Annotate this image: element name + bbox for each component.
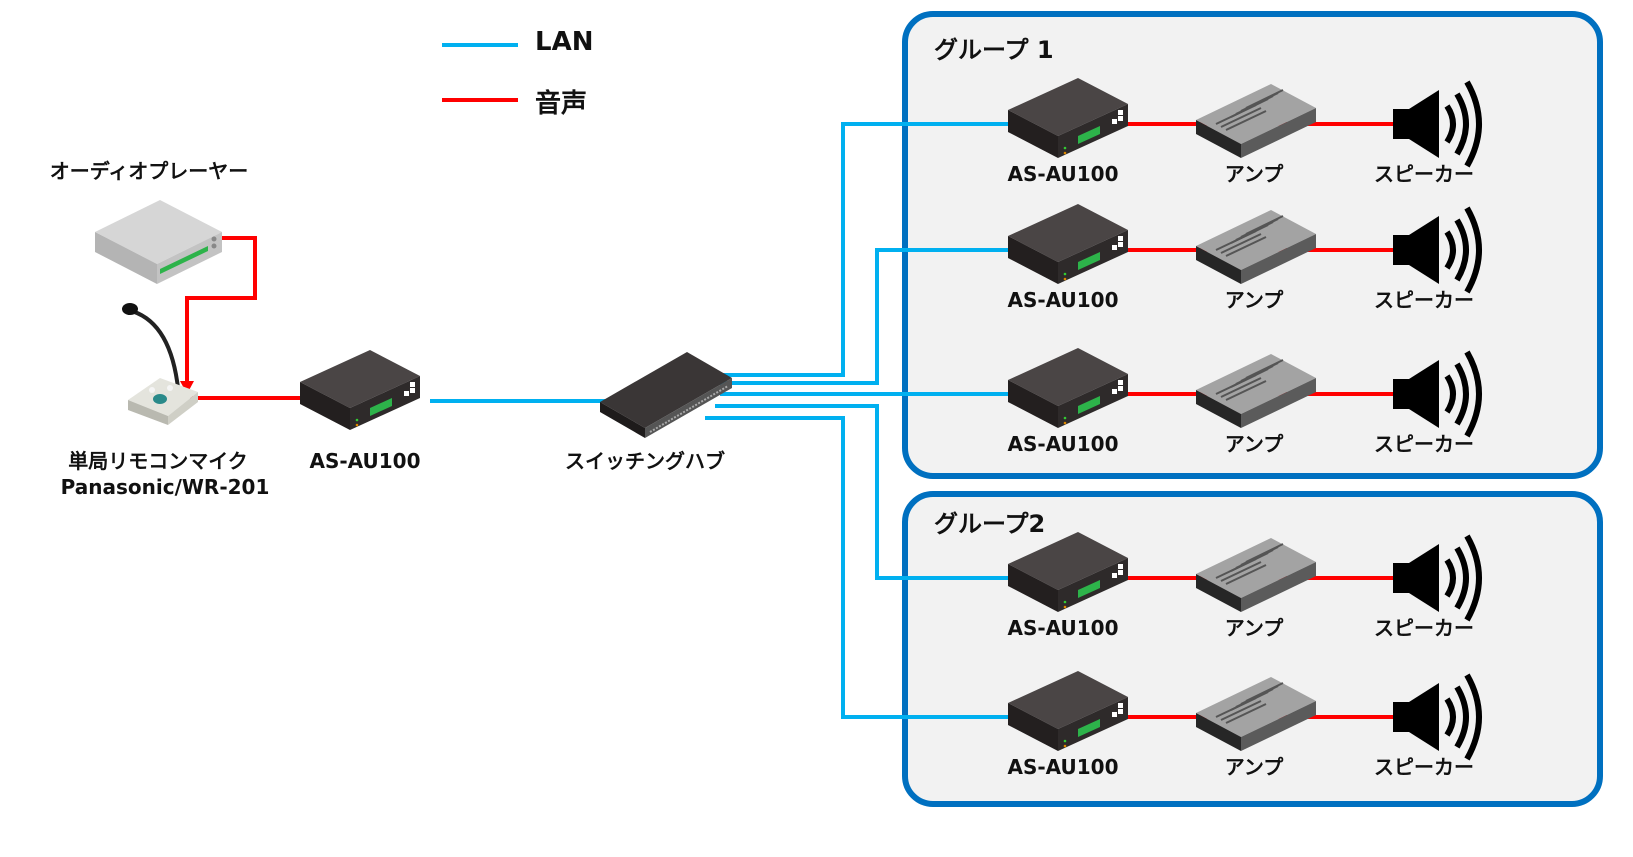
lan-switch-g2-row1 <box>715 404 1020 580</box>
decoder-label: AS-AU100 <box>1007 432 1119 456</box>
amplifier-label: アンプ <box>1224 432 1284 456</box>
legend-lan-label: LAN <box>535 27 594 57</box>
decoder-label: AS-AU100 <box>1007 162 1119 186</box>
decoder-label: AS-AU100 <box>1007 288 1119 312</box>
amplifier-label: アンプ <box>1224 288 1284 312</box>
audio-arrow-head <box>180 381 194 394</box>
decoder-label: AS-AU100 <box>1007 616 1119 640</box>
switch-label: スイッチングハブ <box>565 449 725 473</box>
legend-audio-label: 音声 <box>535 89 588 119</box>
lan-connections <box>430 122 1020 719</box>
encoder-label: AS-AU100 <box>309 449 421 473</box>
remote-mic-icon <box>122 303 198 425</box>
speaker-label: スピーカー <box>1374 432 1474 456</box>
amplifier-label: アンプ <box>1224 162 1284 186</box>
group-2-title: グループ2 <box>934 510 1046 538</box>
speaker-label: スピーカー <box>1374 755 1474 779</box>
encoder-device-icon <box>300 350 420 430</box>
lan-switch-g1-row2 <box>720 248 1020 385</box>
group-1-title: グループ 1 <box>934 36 1054 64</box>
audio-player-mic <box>185 236 257 382</box>
amplifier-label: アンプ <box>1224 616 1284 640</box>
lan-switch-g1-row1 <box>720 122 1020 377</box>
mic-label-line1: 単局リモコンマイク <box>68 449 248 473</box>
amplifier-label: アンプ <box>1224 755 1284 779</box>
speaker-label: スピーカー <box>1374 288 1474 312</box>
mic-label-line2: Panasonic/WR-201 <box>60 475 270 499</box>
lan-switch-g2-row2 <box>705 416 1020 719</box>
audio-player-icon <box>95 200 222 284</box>
switching-hub-icon <box>600 352 732 438</box>
decoder-label: AS-AU100 <box>1007 755 1119 779</box>
speaker-label: スピーカー <box>1374 162 1474 186</box>
audio-player-label: オーディオプレーヤー <box>49 159 249 183</box>
speaker-label: スピーカー <box>1374 616 1474 640</box>
